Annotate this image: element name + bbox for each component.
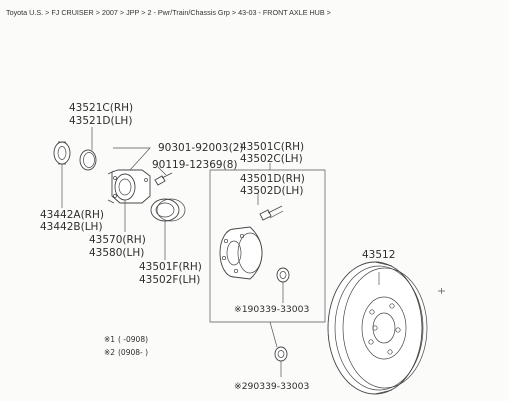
breadcrumb-separator: > <box>95 8 100 17</box>
part-label-43570[interactable]: 43570(RH) <box>89 234 146 246</box>
bolt-small-drawing <box>154 172 173 186</box>
part-label-90339-note1[interactable]: ※190339-33003 <box>234 304 309 315</box>
part-label-43521d[interactable]: 43521D(LH) <box>69 115 132 127</box>
breadcrumb-separator: > <box>45 8 50 17</box>
breadcrumb-separator: > <box>141 8 146 17</box>
bearing-left-drawing <box>150 198 186 222</box>
oil-seal-drawing <box>53 141 71 165</box>
hub-nut-drawing <box>276 267 290 283</box>
breadcrumb: Toyota U.S.>FJ CRUISER>2007>JPP>2 - Pwr/… <box>6 8 333 17</box>
note-2-mark: ※2 <box>104 348 115 357</box>
part-label-43580[interactable]: 43580(LH) <box>89 247 144 259</box>
part-label-43502d[interactable]: 43502D(LH) <box>240 185 303 197</box>
breadcrumb-separator: > <box>231 8 237 17</box>
axle-hub-group-box <box>209 169 326 323</box>
axle-hub-drawing <box>219 226 263 280</box>
snap-ring-drawing <box>79 149 97 171</box>
part-label-43501f[interactable]: 43501F(RH) <box>139 261 202 273</box>
part-label-43501c[interactable]: 43501C(RH) <box>240 141 304 153</box>
note-1-mark: ※1 <box>104 335 115 344</box>
part-label-43521c[interactable]: 43521C(RH) <box>69 102 133 114</box>
part-label-43502c[interactable]: 43502C(LH) <box>240 153 303 165</box>
breadcrumb-separator: > <box>326 8 331 17</box>
note-2-range: (0908- ) <box>118 348 148 357</box>
crosshair-mark <box>438 288 445 294</box>
part-label-43501d[interactable]: 43501D(RH) <box>240 173 305 185</box>
breadcrumb-item-group[interactable]: 2 - Pwr/Train/Chassis Grp <box>147 8 230 17</box>
part-label-43512[interactable]: 43512 <box>362 249 395 261</box>
hub-bolt-drawing <box>259 205 284 221</box>
part-label-43442a[interactable]: 43442A(RH) <box>40 209 104 221</box>
part-label-43502f[interactable]: 43502F(LH) <box>139 274 200 286</box>
steering-knuckle-drawing <box>107 169 151 204</box>
part-label-90301[interactable]: 90301-92003(2) <box>158 142 243 154</box>
part-label-90339-note2[interactable]: ※290339-33003 <box>234 381 309 392</box>
breadcrumb-separator: > <box>119 8 125 17</box>
lower-nut-drawing <box>274 346 288 362</box>
breadcrumb-item-toyota[interactable]: Toyota U.S. <box>6 8 44 17</box>
note-1-range: ( -0908) <box>118 335 148 344</box>
breadcrumb-item-section[interactable]: 43-03 - FRONT AXLE HUB <box>238 8 325 17</box>
part-label-43442b[interactable]: 43442B(LH) <box>40 221 103 233</box>
breadcrumb-item-market[interactable]: JPP <box>126 8 140 17</box>
disc-rotor-drawing <box>327 261 428 395</box>
breadcrumb-item-year[interactable]: 2007 <box>101 8 118 17</box>
breadcrumb-item-model[interactable]: FJ CRUISER <box>51 8 94 17</box>
part-label-90119[interactable]: 90119-12369(8) <box>152 159 237 171</box>
